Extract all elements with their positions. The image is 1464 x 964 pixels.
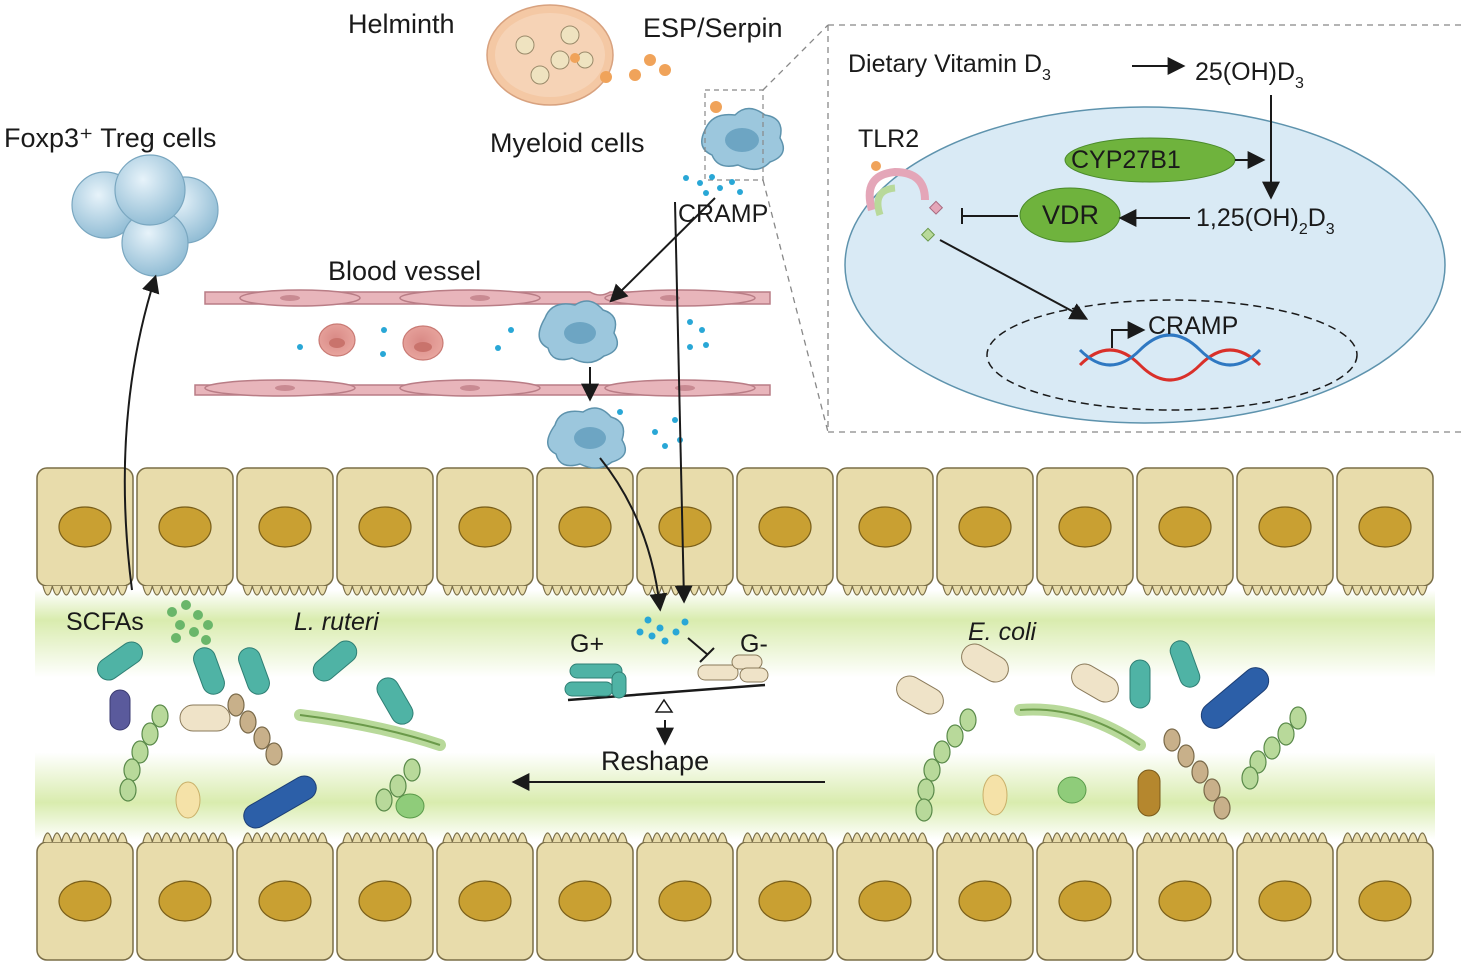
- nucleus: [986, 299, 1358, 411]
- epithelial-cell: [1136, 467, 1234, 596]
- inset-arrows: [939, 57, 1280, 348]
- red-blood-cell: [402, 325, 444, 361]
- epithelial-cell: [1336, 467, 1434, 596]
- reshape-label: Reshape: [601, 746, 709, 776]
- epithelial-cell: [36, 467, 134, 596]
- esp-serpin-particles: [600, 54, 671, 83]
- dna-helix: [1078, 333, 1262, 382]
- epithelial-cell: [1136, 832, 1234, 961]
- microbiota-balance: [564, 654, 769, 713]
- epithelial-cell: [636, 467, 734, 596]
- epithelial-cell: [136, 832, 234, 961]
- treg-cells-label: Foxp3⁺ Treg cells: [4, 123, 216, 153]
- dietary-vitamin-d3-label: Dietary Vitamin D3: [848, 50, 1051, 84]
- epithelial-cell: [336, 832, 434, 961]
- epithelial-cell: [636, 832, 734, 961]
- cramp-peptides: [297, 174, 743, 645]
- vdr-inhibits-tlr2: [961, 208, 1018, 224]
- inset-connector: [762, 24, 1462, 433]
- helminth-icon: [486, 4, 614, 106]
- calcitriol-label: 1,25(OH)2D3: [1196, 204, 1335, 238]
- epithelial-cell: [236, 832, 334, 961]
- epithelial-cell: [536, 467, 634, 596]
- treg-cells-icon: [71, 154, 219, 277]
- right-bacteria-community: [896, 640, 1270, 817]
- left-bacteria-community: [97, 640, 446, 829]
- epithelial-cell: [1336, 832, 1434, 961]
- epithelial-cell: [1036, 467, 1134, 596]
- lower-epithelium: [36, 832, 1434, 961]
- myeloid-cell-vessel: [538, 300, 619, 364]
- inset-myeloid-cell: [844, 57, 1446, 424]
- epithelial-cell: [736, 832, 834, 961]
- epithelial-cell: [236, 467, 334, 596]
- myeloid-cells-label: Myeloid cells: [490, 128, 645, 158]
- epithelial-cell: [1236, 467, 1334, 596]
- epithelial-cell: [836, 832, 934, 961]
- epithelial-cell: [536, 832, 634, 961]
- epithelial-cell: [1036, 832, 1134, 961]
- cramp-label: CRAMP: [678, 200, 768, 228]
- upper-epithelium: [36, 467, 1434, 596]
- epithelial-cell: [336, 467, 434, 596]
- bacteria-chains-left: [119, 693, 421, 812]
- bacteria-chains-right: [915, 706, 1307, 822]
- cramp-gene-label: CRAMP: [1148, 312, 1238, 340]
- vdr-label: VDR: [1042, 200, 1099, 230]
- cramp-inhibits-gram-negative: [687, 637, 715, 663]
- gram-positive-label: G+: [570, 630, 604, 658]
- tlr2-label: TLR2: [858, 125, 919, 153]
- gram-negative-label: G-: [740, 630, 768, 658]
- inset-source-box: [704, 89, 764, 181]
- esp-serpin-label: ESP/Serpin: [643, 13, 783, 43]
- myeloid-cell-tissue: [547, 407, 627, 469]
- tlr2-receptor-icon: [865, 161, 944, 242]
- epithelial-cell: [436, 467, 534, 596]
- myeloid-cell-top: [701, 107, 785, 171]
- blood-vessel-label: Blood vessel: [328, 256, 481, 286]
- l-ruteri-label: L. ruteri: [294, 608, 380, 636]
- red-blood-cell: [318, 323, 356, 357]
- epithelial-cell: [936, 467, 1034, 596]
- epithelial-cell: [436, 832, 534, 961]
- scfas-label: SCFAs: [66, 608, 144, 636]
- blood-vessel: [194, 289, 771, 397]
- esp-particle: [710, 101, 722, 113]
- epithelial-cell: [136, 467, 234, 596]
- epithelial-cell: [936, 832, 1034, 961]
- scfa-molecules: [167, 600, 213, 645]
- e-coli-label: E. coli: [968, 618, 1038, 646]
- cyp27b1-label: CYP27B1: [1071, 146, 1181, 174]
- epithelial-cell: [36, 832, 134, 961]
- pathway-arrows: [123, 197, 825, 791]
- epithelial-cell: [836, 467, 934, 596]
- epithelial-cell: [1236, 832, 1334, 961]
- calcidiol-label: 25(OH)D3: [1195, 58, 1304, 92]
- epithelial-cell: [736, 467, 834, 596]
- helminth-label: Helminth: [348, 9, 455, 39]
